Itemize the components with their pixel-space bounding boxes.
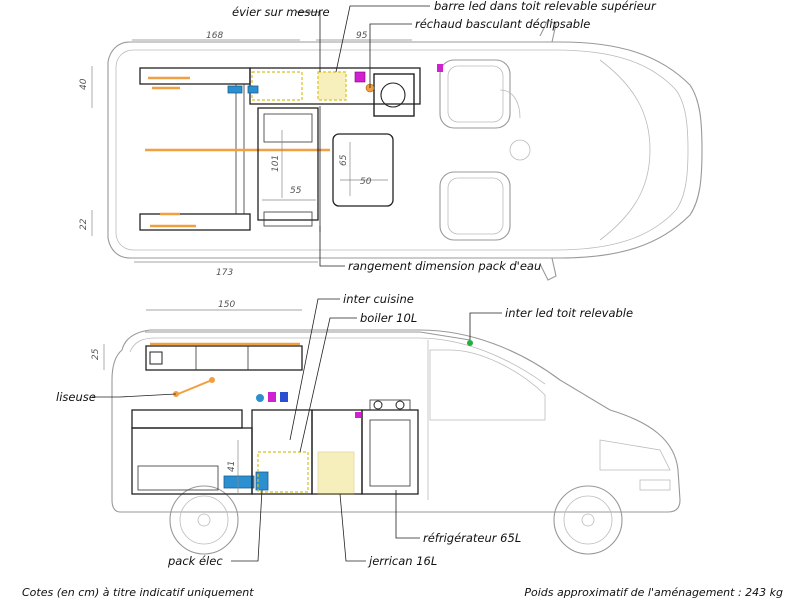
leader-lines (92, 5, 502, 562)
kitchen-top (227, 64, 443, 117)
dim-173: 173 (216, 268, 233, 278)
upper-cabinets (145, 342, 303, 371)
dim-150: 150 (218, 300, 235, 310)
label-inter-led: inter led toit relevable (505, 306, 633, 320)
label-pack-elec: pack élec (167, 554, 223, 568)
dim-55: 55 (290, 186, 302, 196)
top-view (91, 19, 703, 281)
dim-50: 50 (360, 177, 372, 187)
storage-top (257, 106, 394, 232)
dim-22: 22 (79, 218, 89, 230)
footer-weight: Poids approximatif de l'aménagement : 24… (524, 586, 783, 599)
dim-41: 41 (227, 461, 237, 472)
label-boiler: boiler 10L (360, 311, 417, 325)
liseuse-lamp (173, 377, 215, 397)
label-barre-led: barre led dans toit relevable supérieur (434, 0, 657, 13)
dim-40: 40 (79, 78, 89, 90)
bench-side (131, 409, 269, 495)
wheels (169, 485, 623, 555)
label-jerrican: jerrican 16L (367, 554, 437, 568)
rear-bench (139, 67, 330, 231)
label-rangement: rangement dimension pack d'eau (348, 259, 541, 273)
footer-note: Cotes (en cm) à titre indicatif uniqueme… (22, 586, 254, 599)
side-view (103, 309, 681, 555)
kitchen-side (251, 399, 419, 495)
label-evier: évier sur mesure (232, 5, 330, 19)
dim-25: 25 (91, 348, 101, 360)
label-refrigerateur: réfrigérateur 65L (423, 531, 521, 545)
side-dimensions (103, 309, 302, 494)
label-rechaud: réchaud basculant déclipsable (415, 17, 590, 31)
dim-101: 101 (271, 155, 281, 172)
dim-168: 168 (206, 31, 223, 41)
front-seats (439, 59, 531, 241)
label-liseuse: liseuse (56, 390, 96, 404)
dim-95: 95 (356, 31, 368, 41)
label-inter-cuisine: inter cuisine (343, 292, 414, 306)
top-dimensions (91, 39, 412, 263)
dim-65: 65 (339, 154, 349, 166)
